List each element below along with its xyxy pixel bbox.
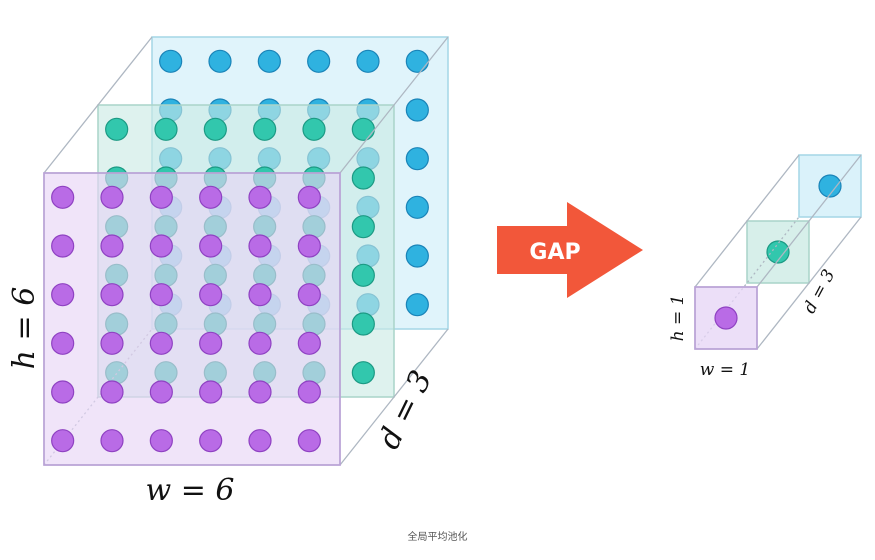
slice-front-dot xyxy=(100,283,124,307)
arrow-shape xyxy=(497,202,643,298)
gap-arrow: GAP xyxy=(497,202,643,298)
slice-front-dot xyxy=(297,283,321,307)
slice-front-dot xyxy=(149,185,173,209)
slice-front-dot xyxy=(51,185,75,209)
slice-back-dot xyxy=(405,98,429,122)
slice-middle-dot xyxy=(253,117,277,141)
slice-back-dot xyxy=(257,49,281,73)
slice-front-dot xyxy=(248,185,272,209)
slice-front-dot xyxy=(149,429,173,453)
slice-front-dot xyxy=(199,429,223,453)
slice-front-dot xyxy=(100,234,124,258)
slice-front-dot xyxy=(297,234,321,258)
depth-edge xyxy=(694,154,800,288)
slice-back-dot xyxy=(159,49,183,73)
slice-middle-dot xyxy=(154,117,178,141)
output-slice-middle xyxy=(746,220,810,284)
slice-middle-dot xyxy=(203,117,227,141)
slice-front-dot xyxy=(51,331,75,355)
depth-edge xyxy=(756,154,862,288)
depth-edge xyxy=(43,36,153,174)
slice-front-dot xyxy=(199,331,223,355)
slice-front-dot xyxy=(149,234,173,258)
slice-front-dot xyxy=(100,331,124,355)
slice-front-dot xyxy=(248,331,272,355)
slice-middle-dot xyxy=(105,117,129,141)
slice-front-dot xyxy=(149,380,173,404)
slice-middle-dot xyxy=(302,117,326,141)
slice-front-dot xyxy=(199,283,223,307)
slice-front-dot xyxy=(714,306,738,330)
slice-front-dot xyxy=(297,331,321,355)
slice-front-dot xyxy=(248,283,272,307)
slice-front-dot xyxy=(51,283,75,307)
slice-front-dot xyxy=(51,429,75,453)
arrow-label: GAP xyxy=(529,240,580,265)
slice-front-dot xyxy=(297,185,321,209)
input-slice-front xyxy=(43,172,341,466)
slice-front-dot xyxy=(248,380,272,404)
slice-back-dot xyxy=(405,244,429,268)
slice-front-dot xyxy=(248,234,272,258)
output-slice-back xyxy=(798,154,862,218)
slice-back-dot xyxy=(208,49,232,73)
slice-front-dot xyxy=(248,429,272,453)
front-outline xyxy=(694,286,758,350)
slice-middle-dot xyxy=(351,361,375,385)
slice-middle-dot xyxy=(351,312,375,336)
slice-middle-dot xyxy=(351,263,375,287)
output-slice-front xyxy=(694,286,758,350)
output-h-label: h = 1 xyxy=(668,295,688,342)
slice-back-dot xyxy=(356,49,380,73)
slice-front-dot xyxy=(199,234,223,258)
slice-back-dot xyxy=(405,49,429,73)
slice-back-dot xyxy=(818,174,842,198)
input-front-edges xyxy=(43,172,341,466)
slice-front-dot xyxy=(100,185,124,209)
slice-front-dot xyxy=(297,380,321,404)
depth-edge xyxy=(756,216,862,350)
slice-back-dot xyxy=(307,49,331,73)
input-h-label: h = 6 xyxy=(7,287,42,370)
slice-front-dot xyxy=(51,234,75,258)
figure-caption: 全局平均池化 xyxy=(407,532,468,543)
slice-front-panel xyxy=(43,172,341,466)
slice-front-dot xyxy=(100,380,124,404)
slice-front-dot xyxy=(51,380,75,404)
output-front-edges xyxy=(694,286,758,350)
slice-front-dot xyxy=(297,429,321,453)
slice-back-dot xyxy=(405,147,429,171)
slice-front-dot xyxy=(149,283,173,307)
slice-back-dot xyxy=(405,293,429,317)
slice-front-dot xyxy=(149,331,173,355)
slice-middle-dot xyxy=(766,240,790,264)
front-outline xyxy=(43,172,341,466)
input-w-label: w = 6 xyxy=(146,473,235,508)
depth-edge xyxy=(694,216,800,350)
slice-front-dot xyxy=(100,429,124,453)
depth-edge xyxy=(339,36,449,174)
slice-middle-dot xyxy=(351,215,375,239)
slice-middle-dot xyxy=(351,166,375,190)
depth-edge xyxy=(339,328,449,466)
slice-front-dot xyxy=(199,185,223,209)
output-w-label: w = 1 xyxy=(700,360,750,380)
output-depth-edges xyxy=(694,154,862,350)
output-feature-map xyxy=(694,154,862,350)
input-feature-map xyxy=(43,36,449,466)
slice-front-dot xyxy=(199,380,223,404)
slice-back-dot xyxy=(405,195,429,219)
slice-middle-dot xyxy=(351,117,375,141)
